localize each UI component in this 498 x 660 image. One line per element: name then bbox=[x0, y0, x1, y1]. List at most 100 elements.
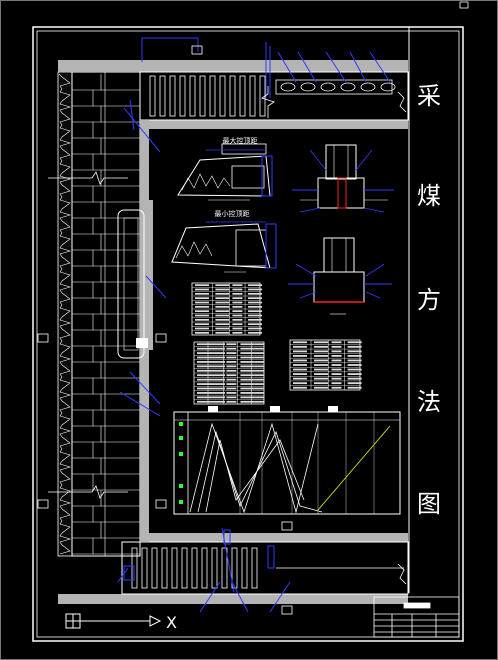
hydraulic-prop bbox=[251, 547, 258, 589]
table-cell-text bbox=[331, 373, 342, 375]
table-cell-text bbox=[240, 387, 255, 390]
title-char-4: 法 bbox=[417, 388, 441, 416]
table-cell-text bbox=[195, 323, 209, 326]
table-cell-text bbox=[215, 327, 230, 330]
table-cell-text bbox=[314, 359, 328, 362]
table-cell-text bbox=[254, 356, 265, 359]
table-cell-text bbox=[331, 350, 342, 353]
table-cell-text bbox=[248, 327, 263, 330]
table-cell-text bbox=[232, 327, 243, 330]
table-cell-text bbox=[254, 378, 265, 381]
table-cell-text bbox=[226, 343, 237, 346]
panel-max-label: 最大控顶距 bbox=[223, 136, 258, 145]
table-cell-text bbox=[248, 301, 263, 304]
table-cell-text bbox=[293, 377, 307, 380]
table-cell-text bbox=[232, 323, 243, 326]
table-cell-text bbox=[347, 382, 362, 385]
table-cell-text bbox=[211, 352, 225, 354]
face-gray-strip-2 bbox=[149, 200, 153, 350]
table-cell-text bbox=[254, 347, 265, 350]
table-cell-text bbox=[240, 361, 255, 363]
table-cell-text bbox=[226, 383, 237, 385]
hydraulic-prop bbox=[131, 547, 138, 589]
table-cell-text bbox=[211, 396, 225, 399]
top-gray-band-inner bbox=[140, 120, 408, 129]
table-cell-text bbox=[215, 301, 230, 304]
table-cell-text bbox=[347, 341, 362, 344]
table-cell-text bbox=[197, 352, 211, 354]
table-cell-text bbox=[240, 396, 255, 399]
table-cell-text bbox=[195, 310, 209, 313]
table-cell-text bbox=[215, 288, 230, 291]
table-cell-text bbox=[240, 378, 255, 381]
zigzag-main bbox=[189, 422, 319, 514]
table-cell-text bbox=[331, 377, 342, 380]
table-cell-text bbox=[232, 318, 243, 321]
table-cell-text bbox=[197, 361, 211, 363]
hydraulic-prop bbox=[241, 547, 248, 589]
hydraulic-prop bbox=[181, 547, 188, 589]
shearer-outline bbox=[117, 209, 148, 359]
section-min-roof-control bbox=[171, 221, 277, 273]
hydraulic-prop bbox=[211, 547, 218, 589]
table-upper bbox=[191, 282, 263, 336]
conveyor-roller bbox=[360, 82, 376, 92]
table-cell-text bbox=[197, 365, 211, 368]
table-cell-text bbox=[240, 356, 255, 359]
table-cell-text bbox=[293, 382, 307, 385]
table-cell-text bbox=[314, 345, 328, 348]
drawing-frame-outer bbox=[32, 26, 464, 642]
zigzag-tertiary bbox=[205, 439, 305, 513]
hydraulic-prop bbox=[231, 547, 238, 589]
table-cell-text bbox=[331, 386, 342, 389]
table-cell-text bbox=[293, 341, 307, 344]
table-cell-text bbox=[226, 369, 237, 372]
hydraulic-prop bbox=[151, 547, 158, 589]
table-cell-text bbox=[347, 386, 362, 389]
table-cell-text bbox=[293, 364, 307, 366]
table-cell-text bbox=[197, 356, 211, 359]
table-cell-text bbox=[240, 352, 255, 354]
table-cell-text bbox=[197, 392, 211, 394]
node-detail-lower bbox=[288, 237, 392, 315]
table-cell-text bbox=[293, 350, 307, 353]
gob-scribble-path bbox=[58, 73, 72, 555]
table-cell-text bbox=[197, 400, 211, 403]
table-cell-text bbox=[254, 343, 265, 346]
left-roadway bbox=[71, 71, 141, 557]
hydraulic-prop bbox=[201, 547, 208, 589]
table-cell-text bbox=[331, 364, 342, 366]
table-cell-text bbox=[248, 305, 263, 308]
table-cell-text bbox=[195, 318, 209, 321]
table-cell-text bbox=[293, 359, 307, 362]
table-cell-text bbox=[314, 377, 328, 380]
table-cell-text bbox=[195, 297, 209, 300]
table-cell-text bbox=[240, 400, 255, 403]
hydraulic-prop bbox=[171, 547, 178, 589]
table-cell-text bbox=[197, 374, 211, 377]
bottom-gray-band-outer bbox=[58, 594, 408, 604]
table-cell-text bbox=[248, 318, 263, 321]
table-cell-text bbox=[331, 341, 342, 344]
table-cell-text bbox=[248, 331, 263, 334]
table-cell-text bbox=[226, 356, 237, 359]
table-cell-text bbox=[197, 378, 211, 381]
dimension-lines bbox=[117, 37, 391, 613]
table-cell-text bbox=[215, 305, 230, 308]
table-cell-text bbox=[347, 345, 362, 348]
table-cell-text bbox=[215, 323, 230, 326]
table-cell-text bbox=[226, 365, 237, 368]
hydraulic-prop bbox=[191, 547, 198, 589]
table-cell-text bbox=[331, 355, 342, 357]
table-cell-text bbox=[197, 347, 211, 350]
table-cell-text bbox=[347, 373, 362, 375]
table-cell-text bbox=[347, 350, 362, 353]
table-cell-text bbox=[215, 292, 230, 295]
table-cell-text bbox=[254, 387, 265, 390]
table-cell-text bbox=[240, 383, 255, 385]
hydraulic-prop bbox=[199, 75, 206, 117]
table-cell-text bbox=[314, 368, 328, 371]
table-cell-text bbox=[211, 347, 225, 350]
table-cell-text bbox=[254, 365, 265, 368]
table-cell-text bbox=[211, 392, 225, 394]
